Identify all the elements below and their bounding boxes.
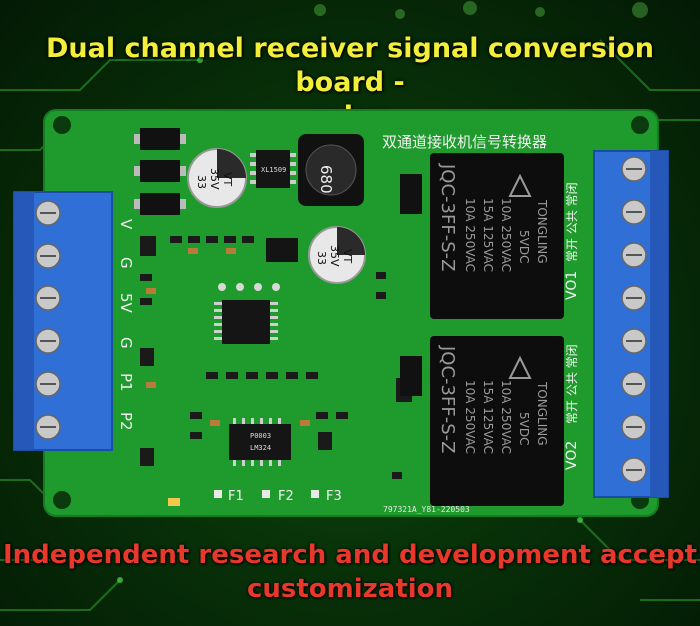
headline-line-1: Dual channel receiver signal conversion … <box>45 33 655 98</box>
capacitor-2: 33 35V VT <box>308 226 366 284</box>
svg-text:35V: 35V <box>328 245 341 267</box>
mounting-hole <box>53 116 71 134</box>
terminal-label-5v: 5V <box>117 293 135 314</box>
terminal-label-v: V <box>117 219 135 230</box>
terminal-label-g: G <box>117 257 135 269</box>
small-regulator <box>266 238 298 262</box>
svg-text:680: 680 <box>317 165 335 194</box>
svg-text:15A 125VAC: 15A 125VAC <box>481 198 495 272</box>
svg-text:5VDC: 5VDC <box>517 412 531 445</box>
terminal-label-g2: G <box>117 337 135 349</box>
svg-text:15A 125VAC: 15A 125VAC <box>481 380 495 454</box>
svg-text:VT: VT <box>221 172 234 187</box>
diode-array <box>134 128 186 215</box>
svg-text:TONGLING: TONGLING <box>535 199 549 264</box>
svg-text:XL1509: XL1509 <box>261 166 286 174</box>
relay-contacts-label-2: 常开 公共 常闭 <box>565 344 579 424</box>
terminal-label-p1: P1 <box>117 373 135 392</box>
svg-text:10A 250VAC: 10A 250VAC <box>499 380 513 454</box>
svg-text:JQC-3FF-S-Z: JQC-3FF-S-Z <box>437 345 458 453</box>
vo1-label: VO1 <box>564 271 580 300</box>
programming-header <box>218 283 280 291</box>
board-title: 双通道接收机信号转换器 <box>382 133 547 151</box>
svg-text:TONGLING: TONGLING <box>535 381 549 446</box>
svg-text:LM324: LM324 <box>250 444 271 452</box>
relay-drivers <box>400 174 422 396</box>
terminal-label-p2: P2 <box>117 412 135 431</box>
fuse-label-f3: F3 <box>326 489 342 504</box>
capacitor-1: 33 35V VT <box>187 148 247 208</box>
right-terminal-block <box>593 150 669 498</box>
vo2-label: VO2 <box>564 441 580 470</box>
inductor: 680 <box>298 134 364 206</box>
fuse-label-f1: F1 <box>228 489 244 504</box>
mounting-hole <box>53 491 71 509</box>
svg-text:35V: 35V <box>208 168 221 190</box>
svg-text:33: 33 <box>195 175 208 189</box>
headline: Dual channel receiver signal conversion … <box>0 32 700 134</box>
relay-2: JQC-3FF-S-Z 10A 250VAC 15A 125VAC 10A 25… <box>430 336 564 506</box>
board-code: 797321A_Y81-220503 <box>383 505 470 514</box>
status-led <box>168 498 180 506</box>
svg-text:10A 250VAC: 10A 250VAC <box>499 198 513 272</box>
mounting-hole <box>631 116 649 134</box>
svg-text:VT: VT <box>341 249 354 264</box>
footer-line-2: customization <box>246 574 454 604</box>
mcu-chip <box>214 300 278 344</box>
svg-text:10A 250VAC: 10A 250VAC <box>463 380 477 454</box>
regulator-chip: XL1509 <box>250 150 296 188</box>
left-terminal-block <box>13 191 113 451</box>
opamp-chip: P0003 LM324 <box>229 418 291 466</box>
svg-text:P0003: P0003 <box>250 432 271 440</box>
relay-1: JQC-3FF-S-Z 10A 250VAC 15A 125VAC 10A 25… <box>430 153 564 319</box>
fuse-label-f2: F2 <box>278 489 294 504</box>
svg-text:5VDC: 5VDC <box>517 230 531 263</box>
footer-line-1: Independent research and development acc… <box>2 540 697 570</box>
relay-contacts-label-1: 常开 公共 常闭 <box>565 182 579 262</box>
svg-text:33: 33 <box>315 251 328 265</box>
svg-text:JQC-3FF-S-Z: JQC-3FF-S-Z <box>437 163 458 271</box>
svg-text:10A 250VAC: 10A 250VAC <box>463 198 477 272</box>
footer-caption: Independent research and development acc… <box>0 538 700 606</box>
